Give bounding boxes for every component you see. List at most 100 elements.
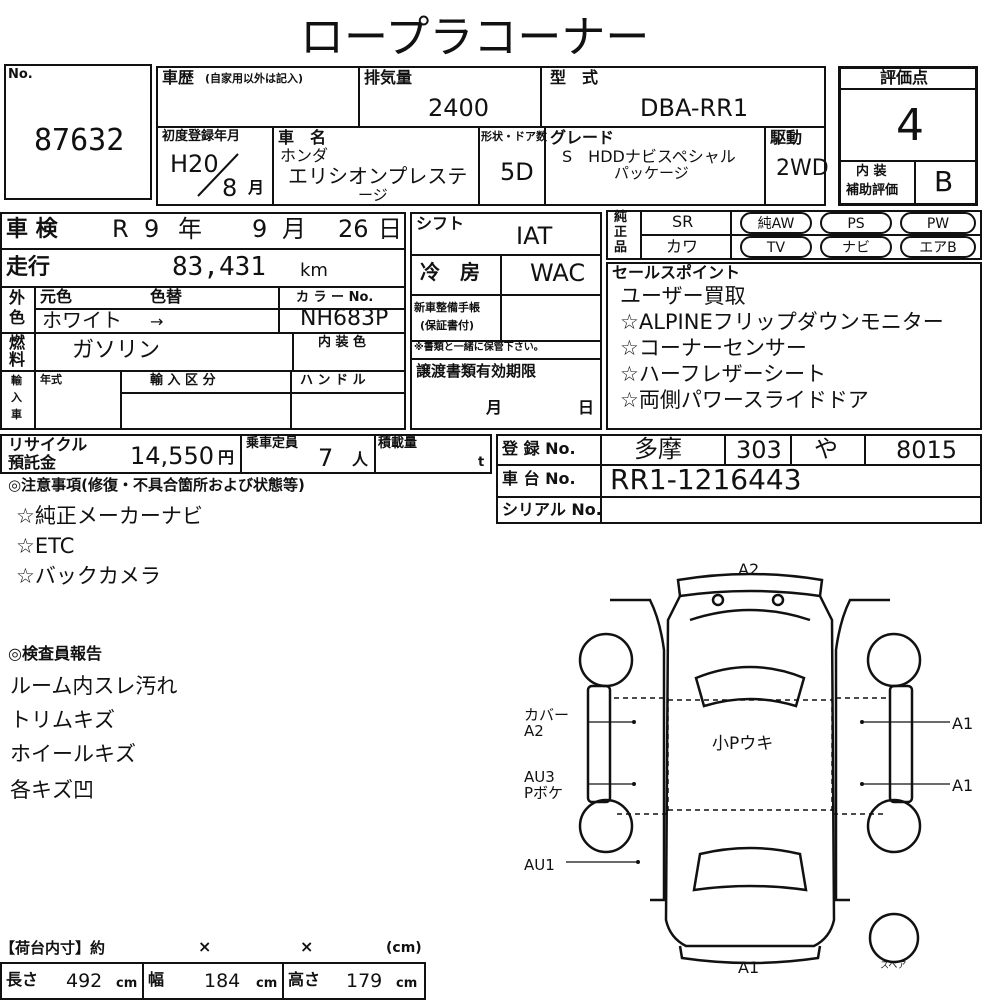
grade-line2: パッケージ [614, 164, 689, 182]
note-item: ☆ETC [16, 534, 75, 558]
load-label: 積載量 [378, 436, 418, 451]
cargo-x1: × [198, 937, 212, 956]
car-name-line1: エリシオンプレステ [288, 164, 468, 188]
serial-label: シリアル No. [502, 500, 602, 519]
import-label-2: 入 [11, 391, 22, 404]
diagram-left-1a: カバー [524, 706, 570, 724]
option-pw: PW [900, 212, 976, 234]
cargo-width: 184 [204, 970, 241, 992]
model-label: 型 式 [550, 68, 599, 87]
mileage-unit: km [300, 260, 328, 281]
transfer-label: 譲渡書類有効期限 [416, 362, 537, 380]
fuel-label-a: 燃 [9, 333, 26, 352]
import-year-label: 年式 [40, 373, 62, 386]
recycle-unit: 円 [218, 448, 235, 467]
car-damage-diagram [566, 572, 950, 965]
slash-divider [197, 153, 239, 197]
cargo-length-label: 長さ [6, 970, 39, 989]
inspector-item: 各キズ凹 [10, 778, 94, 802]
inspection-day-unit: 日 [378, 215, 402, 243]
recycle-label-2: 預託金 [8, 453, 57, 472]
inspection-label: 車 検 [6, 217, 58, 242]
cargo-label: 【荷台内寸】約 [0, 939, 106, 957]
score-box [838, 66, 978, 206]
option-ps: PS [820, 212, 892, 234]
diagram-left-3: AU1 [524, 856, 555, 874]
diagram-left-2a: AU3 [524, 768, 555, 786]
cargo-length: 492 [66, 970, 103, 992]
cargo-width-unit: cm [256, 976, 278, 991]
color-arrow: → [150, 312, 164, 331]
diagram-front-label: A2 [738, 560, 760, 579]
displacement-value: 2400 [428, 94, 490, 122]
cargo-height: 179 [346, 970, 383, 992]
orig-color-label: 元色 [40, 287, 73, 306]
interior-score: B [934, 165, 954, 198]
service-note: ※書類と一緒に保管下さい。 [414, 342, 544, 353]
diagram-right-lower: A1 [952, 776, 974, 795]
car-name-line2: ージ [358, 186, 388, 204]
grade-label: グレード [550, 128, 615, 147]
capacity-label: 乗車定員 [246, 436, 299, 451]
history-note: (自家用以外は記入) [205, 72, 304, 85]
registration-area: 多摩 [634, 435, 682, 463]
inspection-era: R [112, 215, 129, 243]
car-maker: ホンダ [280, 146, 329, 165]
fuel-value: ガソリン [72, 338, 161, 363]
registration-grid [496, 434, 982, 524]
registration-label: 登 録 No. [502, 439, 576, 458]
color-code: NH683P [300, 306, 389, 331]
cargo-width-label: 幅 [148, 970, 165, 989]
diagram-rear-label: A1 [738, 958, 760, 977]
interior-label-1: 内 装 [856, 164, 887, 179]
import-label-3: 車 [11, 408, 22, 421]
aircon-label: 冷 房 [420, 260, 480, 284]
inspection-year-unit: 年 [178, 215, 202, 243]
fuel-label-b: 料 [9, 350, 26, 369]
lot-label: No. [8, 67, 33, 82]
inspection-grid [0, 212, 406, 430]
cargo-length-unit: cm [116, 976, 138, 991]
color-value: ホワイト [42, 308, 122, 332]
service-label-2: (保証書付) [420, 319, 475, 332]
sales-point: ☆コーナーセンサー [620, 336, 807, 360]
import-type-label: 輸 入 区 分 [150, 373, 216, 388]
cargo-x2: × [300, 937, 314, 956]
registration-class: 303 [736, 436, 782, 464]
capacity-value: 7 [318, 444, 334, 472]
inspector-item: トリムキズ [10, 708, 115, 732]
shift-value: IAT [516, 222, 553, 250]
diagram-right-upper: A1 [952, 714, 974, 733]
score-value: 4 [896, 100, 924, 151]
import-handle-label: ハ ン ド ル [300, 373, 366, 388]
equip-label-2: 正 [614, 225, 628, 240]
grade-line1: S HDDナビスペシャル [562, 147, 736, 166]
transfer-month: 月 [486, 398, 503, 417]
inspection-year: 9 [144, 215, 160, 243]
option-genuine-aw: 純AW [740, 212, 812, 234]
diagram-left-1b: A2 [524, 722, 544, 740]
car-name-label: 車 名 [278, 128, 327, 147]
recycle-grid [0, 434, 492, 474]
sales-point: ☆ALPINEフリップダウンモニター [620, 310, 944, 334]
drive-value: 2WD [776, 156, 829, 181]
sales-point: ☆両側パワースライドドア [620, 388, 869, 412]
inspector-item: ホイールキズ [10, 742, 136, 766]
first-reg-month-unit: 月 [248, 178, 265, 197]
load-unit: t [478, 455, 485, 470]
cargo-unit-header: (cm) [386, 940, 422, 956]
lot-box [4, 64, 152, 200]
equip-label-1: 純 [614, 210, 628, 225]
color-label-b: 色 [9, 308, 26, 327]
option-navi: ナビ [820, 236, 892, 258]
interior-color-label: 内 装 色 [318, 335, 367, 350]
inspection-month-unit: 月 [282, 215, 306, 243]
sales-points-box [606, 262, 982, 430]
inspection-month: 9 [252, 215, 268, 243]
mileage-value: 83,431 [172, 252, 266, 282]
equip-label-3: 品 [614, 240, 628, 255]
inspector-label: ◎検査員報告 [8, 644, 102, 663]
aircon-value: WAC [530, 259, 586, 287]
shift-grid [410, 212, 602, 430]
diagram-spare-label: スペア [880, 961, 907, 971]
